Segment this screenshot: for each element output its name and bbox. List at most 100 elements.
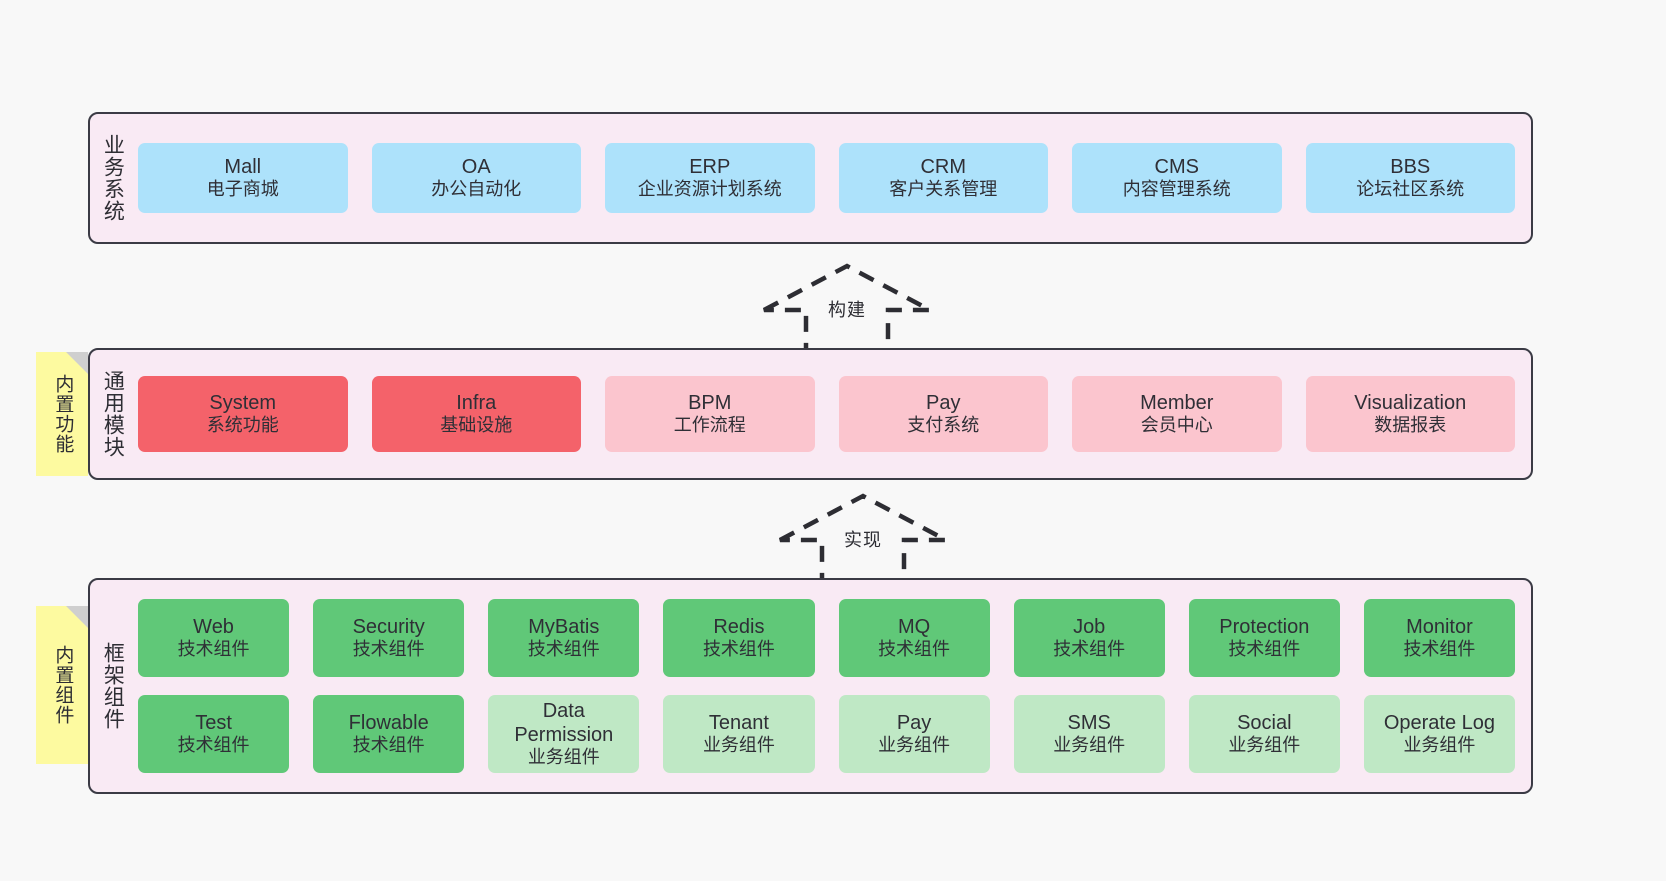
card-tenant-name: Tenant: [708, 711, 769, 734]
card-test-name: Test: [195, 711, 232, 734]
card-member-name: Member: [1140, 391, 1214, 414]
card-mybatis-sub: 技术组件: [527, 639, 600, 660]
card-protection[interactable]: Protection 技术组件: [1188, 599, 1340, 677]
layer-body-business-system: Mall 电子商城 OA 办公自动化 ERP 企业资源计划系统 CRM 客户关系…: [134, 114, 1531, 242]
sticky-note-builtin-function-label: 内置功能: [52, 374, 74, 454]
card-mq-sub: 技术组件: [878, 639, 951, 660]
card-infra-name: Infra: [456, 391, 497, 414]
framework-card-row-business: Test 技术组件 Flowable 技术组件 Data Permission …: [138, 695, 1515, 773]
card-job-sub: 技术组件: [1053, 639, 1126, 660]
card-web[interactable]: Web 技术组件: [138, 599, 290, 677]
card-redis[interactable]: Redis 技术组件: [663, 599, 815, 677]
arrow-build: 构建: [752, 258, 942, 358]
card-erp-name: ERP: [689, 155, 731, 178]
card-bbs[interactable]: BBS 论坛社区系统: [1305, 143, 1515, 213]
card-member[interactable]: Member 会员中心: [1072, 376, 1282, 452]
common-card-row: System 系统功能 Infra 基础设施 BPM 工作流程 Pay 支付系统…: [138, 376, 1515, 452]
card-operate-log-name: Operate Log: [1383, 711, 1496, 734]
card-system[interactable]: System 系统功能: [138, 376, 348, 452]
card-crm-sub: 客户关系管理: [889, 179, 998, 200]
card-member-sub: 会员中心: [1140, 415, 1213, 436]
card-redis-sub: 技术组件: [702, 639, 775, 660]
arrow-implement-icon: [778, 493, 948, 587]
layer-body-framework-component: Web 技术组件 Security 技术组件 MyBatis 技术组件 Redi…: [134, 580, 1531, 792]
card-pay-module-name: Pay: [926, 391, 961, 414]
card-bpm[interactable]: BPM 工作流程: [605, 376, 815, 452]
framework-card-row-technical: Web 技术组件 Security 技术组件 MyBatis 技术组件 Redi…: [138, 599, 1515, 677]
card-data-permission[interactable]: Data Permission 业务组件: [488, 695, 640, 773]
card-system-sub: 系统功能: [206, 415, 279, 436]
card-protection-sub: 技术组件: [1228, 639, 1301, 660]
sticky-note-builtin-component-label: 内置组件: [52, 645, 74, 725]
card-crm[interactable]: CRM 客户关系管理: [838, 143, 1048, 213]
card-operate-log-sub: 业务组件: [1403, 735, 1476, 756]
card-sms-sub: 业务组件: [1053, 735, 1126, 756]
card-oa-name: OA: [461, 155, 491, 178]
card-pay-module[interactable]: Pay 支付系统: [838, 376, 1048, 452]
card-mall-name: Mall: [224, 155, 262, 178]
card-monitor-sub: 技术组件: [1403, 639, 1476, 660]
card-system-name: System: [209, 391, 277, 414]
card-cms-name: CMS: [1154, 155, 1199, 178]
card-bbs-name: BBS: [1390, 155, 1431, 178]
card-redis-name: Redis: [713, 615, 765, 638]
card-sms-name: SMS: [1067, 711, 1111, 734]
card-security[interactable]: Security 技术组件: [313, 599, 465, 677]
arrow-build-icon: [762, 263, 932, 357]
card-social-name: Social: [1237, 711, 1292, 734]
layer-framework-component: 框架组件 Web 技术组件 Security 技术组件 MyBatis 技术组件…: [88, 578, 1533, 794]
card-data-permission-name: Data Permission: [514, 699, 614, 747]
card-flowable-name: Flowable: [348, 711, 429, 734]
card-mybatis[interactable]: MyBatis 技术组件: [488, 599, 640, 677]
card-erp-sub: 企业资源计划系统: [637, 179, 782, 200]
layer-body-common-module: System 系统功能 Infra 基础设施 BPM 工作流程 Pay 支付系统…: [134, 350, 1531, 478]
card-mall[interactable]: Mall 电子商城: [138, 143, 348, 213]
card-pay-component[interactable]: Pay 业务组件: [838, 695, 990, 773]
layer-title-common-module: 通用模块: [101, 370, 125, 458]
card-social[interactable]: Social 业务组件: [1188, 695, 1340, 773]
card-operate-log[interactable]: Operate Log 业务组件: [1363, 695, 1515, 773]
card-infra-sub: 基础设施: [440, 415, 513, 436]
card-test-sub: 技术组件: [177, 735, 250, 756]
card-bpm-name: BPM: [688, 391, 732, 414]
card-tenant-sub: 业务组件: [702, 735, 775, 756]
card-mq-name: MQ: [897, 615, 931, 638]
card-infra[interactable]: Infra 基础设施: [371, 376, 581, 452]
card-data-permission-sub: 业务组件: [527, 747, 600, 768]
card-erp[interactable]: ERP 企业资源计划系统: [605, 143, 815, 213]
card-mybatis-name: MyBatis: [528, 615, 600, 638]
card-pay-component-name: Pay: [896, 711, 932, 734]
sticky-note-builtin-function: 内置功能: [36, 352, 88, 476]
layer-business-system: 业务系统 Mall 电子商城 OA 办公自动化 ERP 企业资源计划系统 CRM…: [88, 112, 1533, 244]
card-web-sub: 技术组件: [177, 639, 250, 660]
card-tenant[interactable]: Tenant 业务组件: [663, 695, 815, 773]
card-bbs-sub: 论坛社区系统: [1356, 179, 1465, 200]
layer-common-module: 通用模块 System 系统功能 Infra 基础设施 BPM 工作流程 Pay…: [88, 348, 1533, 480]
card-visualization[interactable]: Visualization 数据报表: [1305, 376, 1515, 452]
card-crm-name: CRM: [920, 155, 967, 178]
card-monitor[interactable]: Monitor 技术组件: [1363, 599, 1515, 677]
card-sms[interactable]: SMS 业务组件: [1013, 695, 1165, 773]
card-protection-name: Protection: [1219, 615, 1310, 638]
card-test[interactable]: Test 技术组件: [138, 695, 290, 773]
sticky-note-builtin-component: 内置组件: [36, 606, 88, 764]
card-oa[interactable]: OA 办公自动化: [371, 143, 581, 213]
layer-title-business-system: 业务系统: [101, 134, 125, 222]
card-mall-sub: 电子商城: [206, 179, 279, 200]
card-security-name: Security: [352, 615, 425, 638]
business-card-row: Mall 电子商城 OA 办公自动化 ERP 企业资源计划系统 CRM 客户关系…: [138, 143, 1515, 213]
card-mq[interactable]: MQ 技术组件: [838, 599, 990, 677]
card-visualization-name: Visualization: [1354, 391, 1467, 414]
card-web-name: Web: [193, 615, 234, 638]
card-visualization-sub: 数据报表: [1374, 415, 1447, 436]
card-monitor-name: Monitor: [1406, 615, 1473, 638]
card-job[interactable]: Job 技术组件: [1013, 599, 1165, 677]
card-social-sub: 业务组件: [1228, 735, 1301, 756]
card-cms[interactable]: CMS 内容管理系统: [1072, 143, 1282, 213]
card-pay-module-sub: 支付系统: [907, 415, 980, 436]
card-flowable[interactable]: Flowable 技术组件: [313, 695, 465, 773]
card-pay-component-sub: 业务组件: [878, 735, 951, 756]
card-flowable-sub: 技术组件: [352, 735, 425, 756]
card-cms-sub: 内容管理系统: [1122, 179, 1231, 200]
